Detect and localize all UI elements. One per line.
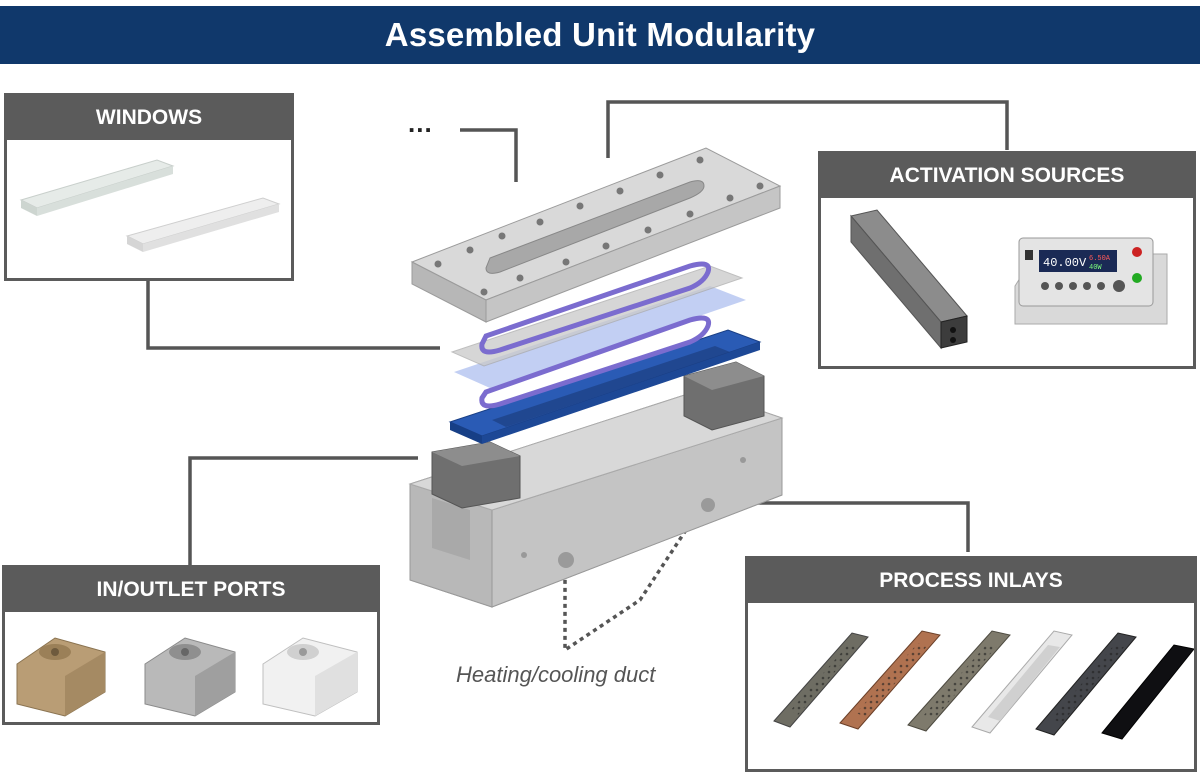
activation-panel-header: ACTIVATION SOURCES (821, 154, 1193, 198)
inlay-copper (839, 630, 941, 730)
ports-panel: IN/OUTLET PORTS (2, 565, 380, 725)
port-white (262, 637, 358, 717)
windows-label: WINDOWS (95, 106, 203, 129)
ports-label: IN/OUTLET PORTS (96, 578, 286, 601)
psu-current: 6.50A (1089, 255, 1111, 263)
page-title: Assembled Unit Modularity (384, 16, 816, 53)
power-supply: 40.00V 6.50A 40W (1014, 237, 1168, 325)
connector-ports (188, 456, 418, 566)
uv-lamp (850, 209, 968, 350)
ports-panel-header: IN/OUTLET PORTS (5, 568, 377, 612)
psu-voltage: 40.00V (1043, 256, 1087, 270)
connector-top (460, 128, 518, 182)
port-grey (144, 637, 236, 717)
inlay-dark (1035, 632, 1137, 736)
housing-block (408, 389, 784, 608)
connector-windows (146, 280, 440, 350)
inlays-images (748, 603, 1195, 769)
connector-duct (563, 503, 708, 654)
lid-plate (410, 147, 782, 323)
inlays-panel: PROCESS INLAYS (745, 556, 1197, 772)
window-glass-1 (19, 159, 175, 216)
inlays-panel-header: PROCESS INLAYS (748, 559, 1194, 603)
port-blocks (431, 361, 765, 509)
seal-rings (479, 261, 712, 409)
connector-activation (606, 100, 1009, 158)
process-inlay-plate (448, 329, 762, 444)
windows-images (7, 140, 291, 278)
activation-label: ACTIVATION SOURCES (889, 164, 1125, 187)
inlay-steel (773, 632, 869, 728)
title-banner: Assembled Unit Modularity (0, 6, 1200, 64)
ports-images (5, 612, 377, 722)
activation-panel: ACTIVATION SOURCES 40.00V 6.50A 40W (818, 151, 1196, 369)
window-glass-2 (125, 197, 281, 252)
port-beige (16, 637, 106, 717)
more-indicator: ... (408, 108, 433, 138)
inlays-label: PROCESS INLAYS (879, 569, 1063, 592)
inlay-brass (907, 630, 1011, 732)
windows-panel: WINDOWS (4, 93, 294, 281)
psu-power: 40W (1089, 264, 1102, 272)
duct-caption: Heating/cooling duct (456, 662, 656, 687)
activation-images: 40.00V 6.50A 40W (821, 198, 1193, 366)
inlay-white (971, 630, 1073, 734)
window-pane-lower (454, 286, 746, 388)
windows-panel-header: WINDOWS (7, 96, 291, 140)
